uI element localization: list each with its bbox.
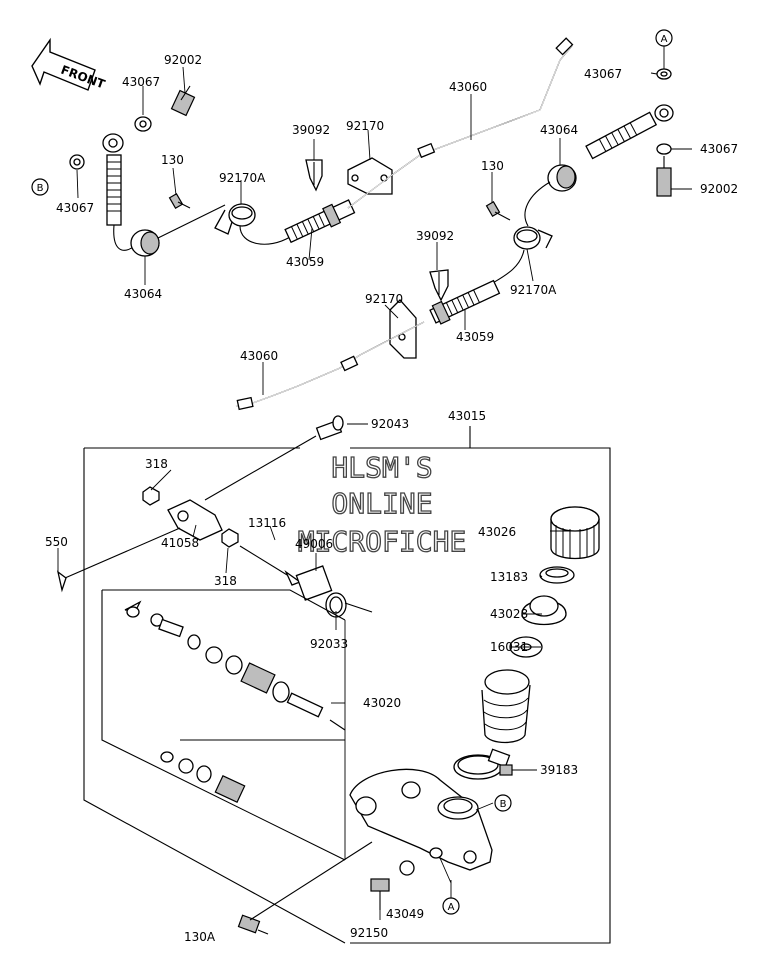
label-130-left: 130 [161,153,184,167]
svg-text:B: B [37,183,44,194]
piston-kit-43020 [101,589,346,861]
watermark-line-1: HLSM'S [331,451,432,484]
label-39092-mid: 39092 [416,229,454,243]
label-43067-left-bottom: 43067 [56,201,94,215]
callout-a-cylinder: A [442,897,460,915]
watermark-line-3: MICROFICHE [298,525,467,558]
label-41058: 41058 [161,536,199,550]
reservoir-parts [453,506,600,780]
label-13183: 13183 [490,570,528,584]
front-arrow-icon: FRONT [31,37,108,92]
label-43060-top: 43060 [449,80,487,94]
pin-92043 [204,415,368,501]
master-cylinder-frame [83,426,611,944]
leader-lines [57,46,692,920]
label-318-top: 318 [145,457,168,471]
label-43026: 43026 [478,525,516,539]
label-92002-right: 92002 [700,182,738,196]
label-92043: 92043 [371,417,409,431]
label-92170-mid: 92170 [365,292,403,306]
label-43059-mid: 43059 [456,330,494,344]
label-550: 550 [45,535,68,549]
label-43067-left-top: 43067 [122,75,160,89]
left-cable-assembly [69,37,574,257]
label-43015: 43015 [448,409,486,423]
label-13116: 13116 [248,516,286,530]
clevis-41058 [56,486,239,593]
part-labels: 92002 43067 43067 43064 130 92170A 39092… [45,53,738,944]
label-43064-right: 43064 [540,123,578,137]
label-92170a-left: 92170A [219,171,266,185]
label-92150: 92150 [350,926,388,940]
label-92002-top: 92002 [164,53,202,67]
label-130a: 130A [184,930,216,944]
label-318-bottom: 318 [214,574,237,588]
label-43067-right-top: 43067 [584,67,622,81]
label-43059-top: 43059 [286,255,324,269]
label-130-right: 130 [481,159,504,173]
label-43060-bottom: 43060 [240,349,278,363]
master-cylinder-body [237,768,493,935]
callout-a-top: A [655,29,673,47]
label-16031: 16031 [490,640,528,654]
watermark: HLSM'S ONLINE MICROFICHE [297,450,467,558]
callout-b-cylinder: B [494,794,512,812]
label-39183: 39183 [540,763,578,777]
callout-b-left: B [31,178,49,196]
label-39092-top: 39092 [292,123,330,137]
svg-text:B: B [500,799,507,810]
label-43020: 43020 [363,696,401,710]
label-92170a-right: 92170A [510,283,557,297]
label-43067-right-mid: 43067 [700,142,738,156]
label-43049: 43049 [386,907,424,921]
label-43028: 43028 [490,607,528,621]
svg-text:A: A [448,902,455,913]
label-92170-top: 92170 [346,119,384,133]
label-43064-left: 43064 [124,287,162,301]
label-92033: 92033 [310,637,348,651]
label-49006: 49006 [295,537,333,551]
right-cable-assembly [235,68,674,411]
watermark-line-2: ONLINE [331,487,432,520]
svg-text:A: A [661,34,668,45]
